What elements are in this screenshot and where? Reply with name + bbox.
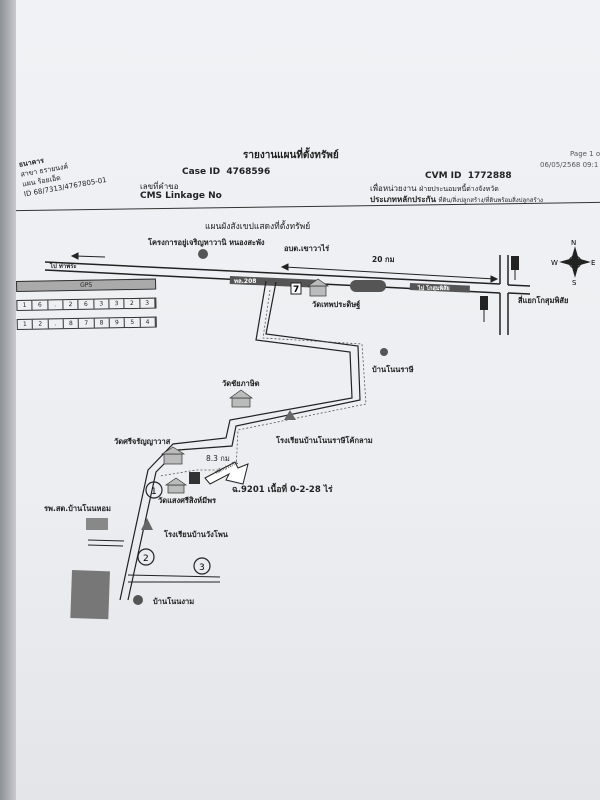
label-deed: ฉ.9201 เนื้อที่ 0-2-28 ไร่ xyxy=(232,482,333,495)
case-id: Case ID 4768596 xyxy=(182,167,271,177)
marker-1-label: 1 xyxy=(151,487,157,497)
compass-w: W xyxy=(551,259,558,267)
gps-cell: . xyxy=(48,319,64,329)
seven-eleven-label: 7 xyxy=(293,285,299,295)
label-ban-non-ngam: บ้านโนนงาม xyxy=(153,596,194,606)
gps-cell: 8 xyxy=(63,318,80,329)
label-project: โครงการอยู่เจริญหาวานิ หนองสะพัง xyxy=(147,237,265,248)
land-plot xyxy=(70,569,110,620)
gps-cell: 2 xyxy=(33,319,49,329)
label-hospital: รพ.สต.บ้านโนนหอม xyxy=(44,503,111,513)
marker-2 xyxy=(137,548,155,566)
label-distance-top: 20 กม xyxy=(372,255,395,264)
side-roads xyxy=(87,539,221,583)
seven-eleven-icon xyxy=(290,282,302,295)
print-datetime: 06/05/2568 09:1 xyxy=(540,161,599,169)
collateral-type: ประเภทหลักประกัน ที่ดิน/สิ่งปลูกสร้าง/ที… xyxy=(370,195,543,204)
marker-3-label: 3 xyxy=(199,563,205,573)
temple-icon xyxy=(160,278,330,494)
page-number: Page 1 of 6 xyxy=(570,150,600,158)
gps-cell: 2 xyxy=(124,298,141,309)
pond-icon xyxy=(350,280,386,292)
gps-cell: 2 xyxy=(63,299,79,310)
gps-title: GPS xyxy=(16,278,157,292)
gps-cell: 3 xyxy=(109,299,125,309)
compass-n: N xyxy=(571,239,576,247)
gps-cell: 6 xyxy=(78,299,95,309)
label-wat-saeng: วัดแสงศรีสิงห์มีพร xyxy=(158,496,217,505)
gps-cell: 3 xyxy=(139,298,156,308)
compass-e: E xyxy=(591,259,595,267)
route-road xyxy=(119,280,361,601)
arrow-left xyxy=(74,255,106,258)
label-highway: ทล.208 xyxy=(234,278,256,285)
compass-s: S xyxy=(572,279,577,287)
hospital-icon xyxy=(86,518,108,530)
label-wat-sri-charoen: วัดศรีจรัญญาวาส xyxy=(114,437,171,446)
gps-cell: 6 xyxy=(32,300,49,310)
traffic-light-icon xyxy=(480,256,519,322)
marker-1 xyxy=(145,481,163,499)
gps-cell: 1 xyxy=(17,300,33,310)
gps-cell: 9 xyxy=(109,318,126,328)
gps-cell: 7 xyxy=(78,318,95,328)
label-ban-non-rasi: บ้านโนนราษี xyxy=(372,364,414,374)
label-wat-chai: วัดชัยภาษิต xyxy=(222,379,260,388)
collateral-marker xyxy=(189,472,200,484)
report-title: รายงานแผนที่ตั้งทรัพย์ xyxy=(243,150,339,161)
label-road-right: ไป โกสุมพิสัย xyxy=(417,284,450,292)
label-school-rasi: โรงเรียนบ้านโนนราษีโค้กลาม xyxy=(275,435,373,445)
gps-cell: 4 xyxy=(140,317,156,327)
gps-cell: 8 xyxy=(94,318,110,328)
binder-edge xyxy=(0,0,16,800)
gps-cell: 1 xyxy=(17,319,34,329)
intersection-roads xyxy=(499,255,531,335)
marker-3 xyxy=(193,557,211,575)
label-road-left: ไป ท่าพระ xyxy=(49,262,77,270)
cms-linkage-label: CMS Linkage No xyxy=(140,191,222,201)
gps-cell: 5 xyxy=(124,317,141,328)
gps-cell: 3 xyxy=(93,299,110,309)
marker-2-label: 2 xyxy=(143,554,149,564)
label-wat-thep: วัดเทพประดิษฐ์ xyxy=(312,300,360,310)
request-no-label: เลขที่คำขอ xyxy=(140,182,179,191)
collateral-arrow xyxy=(204,461,249,485)
road-right-label-box xyxy=(409,282,470,293)
distance-arrow xyxy=(284,266,496,280)
unit: เพื่อหน่วยงาน ฝ่ายประนอมหนี้ต่างจังหวัด xyxy=(370,184,499,193)
label-distance-near: 8.3 กม xyxy=(206,454,230,463)
route-dotted-path xyxy=(159,289,367,477)
cvm-id: CVM ID 1772888 xyxy=(425,171,512,181)
document-page xyxy=(16,0,600,800)
map-subtitle: แผนผังสังเขปแสดงที่ตั้งทรัพย์ xyxy=(205,222,311,232)
label-intersection: สี่แยกโกสุมพิสัย xyxy=(518,294,569,305)
compass-icon xyxy=(559,246,591,278)
gps-cell: . xyxy=(48,300,64,310)
label-school-wang: โรงเรียนบ้านวังโพน xyxy=(163,529,229,539)
label-sao: อบต.เขาวาไร่ xyxy=(284,243,330,253)
village-icon xyxy=(133,249,388,605)
school-icon xyxy=(141,410,296,530)
